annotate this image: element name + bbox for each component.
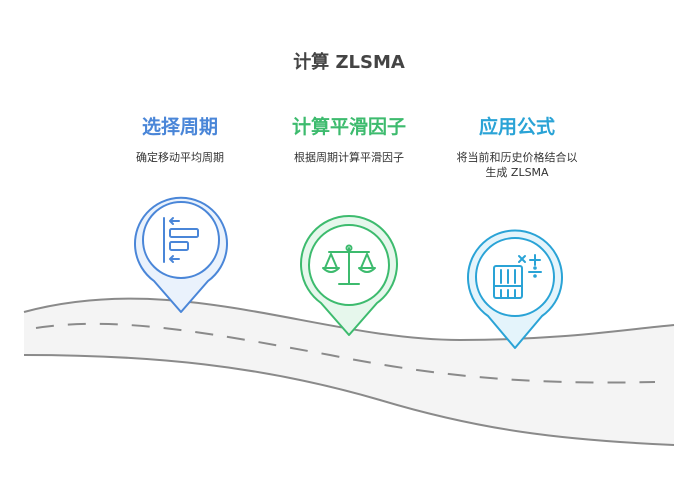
step-3-marker [467,229,563,349]
step-3-desc-line-1: 将当前和历史价格结合以 [456,151,578,164]
step-1-marker [134,196,228,313]
road-bottom-edge [23,354,675,446]
step-2-marker [300,215,398,336]
step-1-marker-ring [142,201,220,279]
step-1-desc: 确定移动平均周期 [95,150,265,165]
step-3-title: 应用公式 [478,116,555,138]
step-2-desc-line-1: 根据周期计算平滑因子 [294,151,404,164]
step-2-title: 计算平滑因子 [291,116,406,138]
step-1-desc-line-1: 确定移动平均周期 [136,151,224,164]
road-surface [24,298,674,445]
diagram-title: 计算 ZLSMA [293,52,405,73]
calculator-book-icon [493,254,542,299]
step-3-desc: 将当前和历史价格结合以 生成 ZLSMA [432,150,602,180]
align-left-arrows-icon [163,217,199,263]
step-2-desc: 根据周期计算平滑因子 [264,150,434,165]
step-1-title: 选择周期 [141,116,218,138]
step-3-desc-line-2: 生成 ZLSMA [485,166,549,179]
road-top-edge [23,297,675,342]
road-center-dashes [35,322,656,384]
balance-scale-icon [322,244,376,285]
